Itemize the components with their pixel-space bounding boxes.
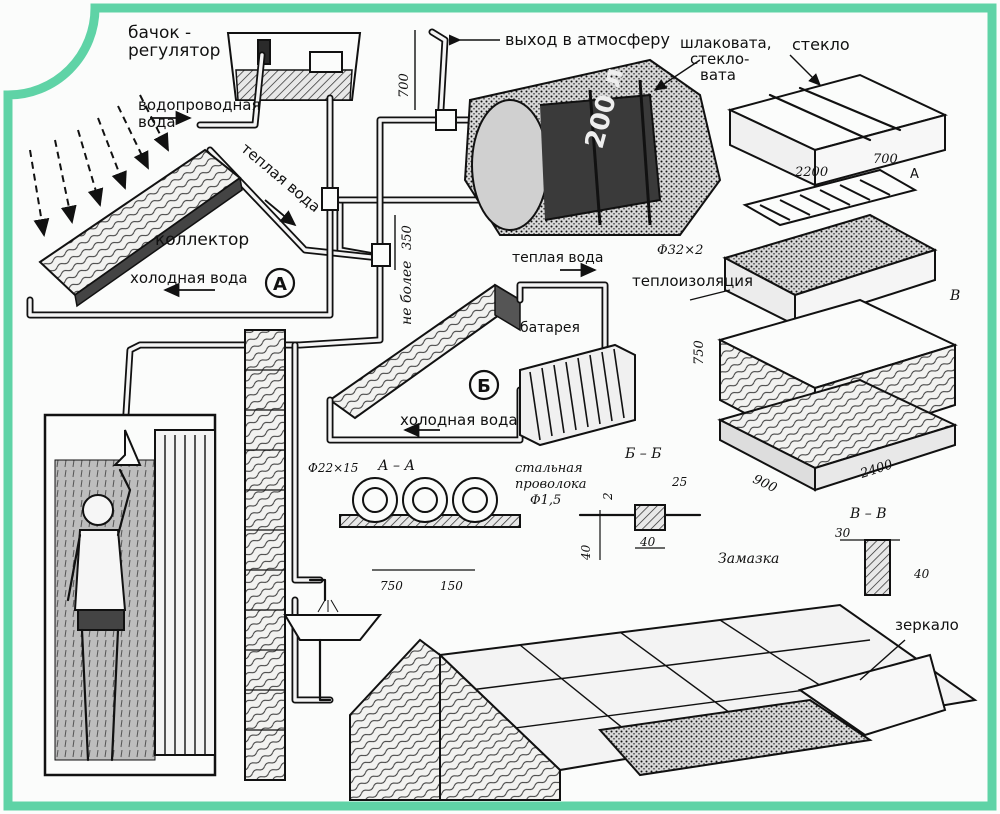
- dim-150-section: 150: [440, 579, 463, 593]
- section-bb-title: Б – Б: [624, 446, 661, 462]
- leader-lines: [394, 30, 906, 681]
- cold-water-b-label: холодная вода: [400, 411, 518, 429]
- shower-cabin: [43, 413, 217, 777]
- svg-text:Б: Б: [477, 376, 491, 397]
- glass-label: стекло: [792, 35, 850, 54]
- putty-label: Замазка: [718, 551, 779, 567]
- not-more-label: не более: [399, 261, 415, 325]
- atmosphere-exit-label: выход в атмосферу: [505, 30, 670, 49]
- collector-box-bottom: [717, 378, 958, 492]
- dim-30: 30: [835, 526, 851, 540]
- section-vv-title: В – В: [849, 506, 886, 522]
- tap-water-label: водопроводная вода: [138, 96, 265, 131]
- brick-column: [244, 329, 286, 781]
- page-frame: [3, 3, 997, 811]
- tank-regulator-label: бачок - регулятор: [128, 23, 220, 61]
- warm-water-a-label: теплая вода: [237, 139, 324, 216]
- collector-box-tray: [722, 213, 938, 327]
- marker-b: Б: [468, 369, 500, 401]
- dim-40-vv: 40: [913, 567, 930, 581]
- person-showering: [66, 468, 132, 762]
- collector-box-grid: [742, 168, 918, 227]
- dim-25: 25: [671, 475, 687, 489]
- collector-label: коллектор: [155, 230, 249, 250]
- warm-water-b-label: теплая вода: [512, 250, 603, 266]
- sun-rays: [29, 94, 169, 237]
- dim-750-box: 750: [692, 340, 707, 365]
- section-b-arrow-label: В: [949, 288, 960, 304]
- tank-regulator-line2: регулятор: [128, 41, 220, 61]
- insulated-barrel: 200 л: [463, 58, 722, 236]
- section-aa-drawing: [339, 477, 521, 571]
- section-vv-drawing: [840, 539, 900, 596]
- collector-box-lid: [727, 73, 948, 187]
- tank-regulator-line1: бачок -: [128, 23, 191, 43]
- marker-a: А: [264, 267, 296, 299]
- section-a-arrow-label: А: [910, 167, 919, 182]
- dim-2200: 2200: [794, 165, 828, 180]
- steel-wire-label: стальная проволока Φ1,5: [515, 461, 591, 508]
- dim-750-section: 750: [380, 579, 403, 593]
- dim-700-box: 700: [873, 152, 898, 167]
- section-aa-title: А – А: [377, 458, 415, 474]
- dim-2: 2: [601, 492, 615, 501]
- cold-water-a-label: холодная вода: [130, 269, 248, 287]
- flow-arrows: [150, 110, 597, 438]
- pipe-diam-32-label: Φ32×2: [657, 243, 703, 258]
- dim-40-bb: 40: [639, 535, 656, 549]
- dim-350: 350: [400, 225, 415, 250]
- svg-text:А: А: [273, 274, 287, 295]
- dim-700-tank: 700: [397, 73, 412, 98]
- dim-900: 900: [750, 472, 779, 496]
- collector-a: [38, 148, 243, 308]
- slag-wool-label: шлаковата, стекло- вата: [680, 34, 776, 84]
- mirror-label: зеркало: [895, 616, 959, 634]
- section-bb-drawing: [578, 504, 702, 560]
- tank-regulator: [226, 32, 362, 101]
- battery-label: батарея: [520, 320, 580, 336]
- pipe-diam-22-label: Φ22×15: [308, 461, 358, 475]
- house-with-roof-collector: [349, 603, 978, 801]
- insulation-label: теплоизоляция: [632, 272, 753, 290]
- sink: [283, 578, 383, 702]
- battery-radiator: [519, 343, 636, 447]
- dim-40-bb-vertical: 40: [579, 544, 593, 561]
